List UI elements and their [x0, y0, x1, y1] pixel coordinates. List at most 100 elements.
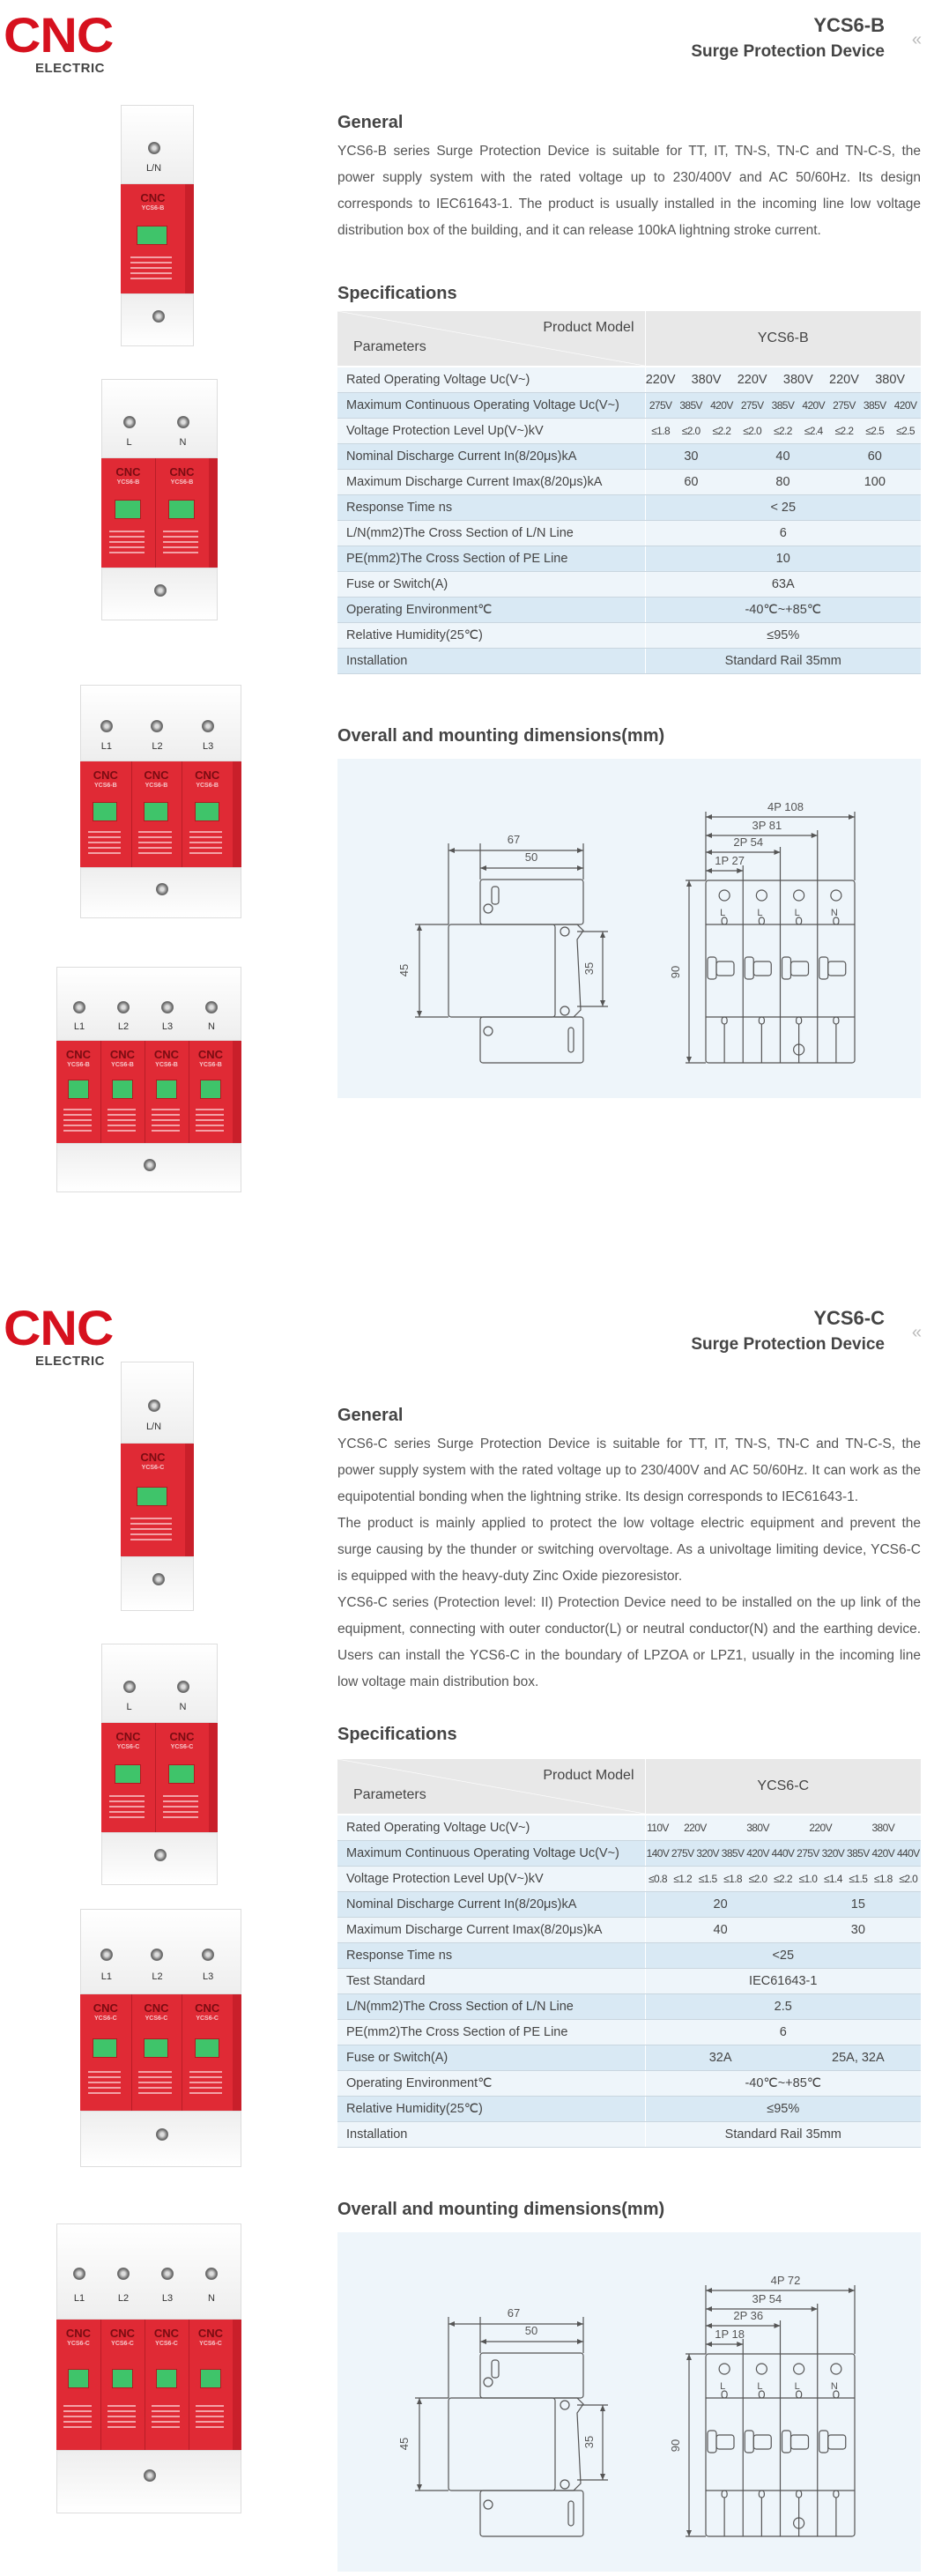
rating-text-line [107, 2426, 136, 2429]
terminal-screw-icon [793, 2363, 805, 2375]
parameter-value: 385V [845, 1840, 871, 1867]
front-pole-label: L [757, 908, 762, 918]
pole-handle [827, 961, 847, 976]
device-pole-top: L/N [122, 1362, 186, 1443]
device-pole-top: L/N [122, 106, 186, 183]
module-model-text: YCS6-C [67, 2340, 90, 2347]
parameter-label: Maximum Continuous Operating Voltage Uc(… [337, 392, 646, 419]
parameter-value: 30 [645, 443, 738, 470]
table-row: Operating Environment℃-40℃~+85℃ [337, 597, 921, 623]
front-pole-label: L [720, 2381, 725, 2392]
bottom-screw-icon [152, 1573, 165, 1586]
rating-text-line [87, 2086, 122, 2089]
parameter-value: 100 [828, 469, 921, 495]
module-model-text: YCS6-C [116, 1744, 140, 1751]
side-main-body [448, 924, 556, 1018]
pole-separator [155, 1723, 156, 1832]
pole-label: L1 [100, 1971, 112, 1982]
status-indicator-window [199, 2368, 221, 2388]
rating-text-line [195, 2410, 224, 2413]
module-brand-text: CNC [140, 1451, 166, 1465]
bottom-screw-icon [154, 1848, 167, 1861]
parameter-value: 6 [645, 2019, 921, 2045]
logo-wordmark: CNC [4, 7, 114, 63]
terminal-tab [833, 2390, 840, 2399]
rating-text-line [195, 1113, 224, 1116]
module-model-text: YCS6-C [199, 2340, 222, 2347]
side-bottom-part [479, 2490, 584, 2537]
device-pole-top: L1 [81, 1910, 132, 1993]
parameter-value: 40 [645, 1917, 796, 1943]
table-row: Maximum Discharge Current Imax(8/20μs)kA… [337, 469, 921, 495]
rating-text-line [107, 1108, 136, 1110]
status-indicator-window [137, 1486, 168, 1506]
rating-text-line [189, 2086, 223, 2089]
parameter-value: -40℃~+85℃ [645, 597, 921, 623]
product-model-header: Product Model [543, 1768, 634, 1783]
pole-handle [819, 956, 829, 980]
double-chevron-left-icon[interactable]: « [911, 1323, 922, 1342]
rating-text-line [163, 540, 198, 543]
parameter-value: 380V [675, 367, 738, 393]
table-row: Voltage Protection Level Up(V~)kV≤0.8≤1.… [337, 1866, 921, 1892]
bottom-screw-icon [155, 2127, 168, 2141]
double-chevron-left-icon[interactable]: « [911, 30, 922, 49]
module-model-text: YCS6-C [141, 1465, 165, 1472]
rating-text-line [63, 2421, 92, 2424]
module-model-text: YCS6-B [116, 479, 140, 486]
parameter-value: 20 [645, 1891, 796, 1918]
parameter-label: Voltage Protection Level Up(V~)kV [337, 1866, 646, 1892]
parameter-value: 275V [737, 392, 768, 419]
device-pole-top: L3 [182, 1910, 234, 1993]
terminal-screw-icon [147, 141, 160, 154]
parameter-value: ≤2.0 [737, 418, 768, 444]
rating-text-line [151, 2416, 180, 2418]
pole-handle [752, 961, 772, 976]
pole-handle [752, 2434, 772, 2450]
module-brand-text: CNC [169, 465, 195, 479]
parameter-value: ≤95% [645, 2096, 921, 2122]
parameter-value: ≤2.0 [675, 418, 707, 444]
parameter-value: 380V [720, 1815, 796, 1841]
rating-text-line [87, 2070, 122, 2073]
rating-text-line [138, 2070, 172, 2073]
general-paragraph: The product is mainly applied to protect… [337, 1516, 921, 1584]
table-row: Response Time ns< 25 [337, 494, 921, 521]
parameter-label: PE(mm2)The Cross Section of PE Line [337, 2019, 646, 2045]
pole-label: L3 [161, 2293, 174, 2305]
rating-text-line [63, 1129, 92, 1132]
parameter-label: L/N(mm2)The Cross Section of L/N Line [337, 1993, 646, 2020]
status-indicator-window [93, 801, 118, 821]
parameter-value: 80 [737, 469, 829, 495]
rating-text-line [63, 2416, 92, 2418]
rating-text-line [195, 2426, 224, 2429]
dimension-label-p1: 1P 27 [715, 854, 745, 867]
rating-text-line [138, 852, 172, 855]
status-indicator-window [67, 1080, 89, 1100]
rating-text-line [109, 1810, 145, 1813]
device-pole-top: L3 [145, 968, 189, 1040]
rating-text-line [163, 1800, 198, 1802]
device-pole-top: N [156, 380, 210, 457]
parameter-value: Standard Rail 35mm [645, 648, 921, 674]
rating-text-line [87, 836, 122, 839]
parameter-value: ≤2.0 [745, 1866, 771, 1892]
parameter-value: 140V [645, 1840, 671, 1867]
rating-text-line [189, 831, 223, 834]
parameter-label: Operating Environment℃ [337, 597, 646, 623]
parameter-label: Installation [337, 2121, 646, 2148]
rating-text-line [130, 266, 173, 269]
device-pole-top: L1 [57, 968, 101, 1040]
module-model-text: YCS6-B [67, 1062, 90, 1069]
